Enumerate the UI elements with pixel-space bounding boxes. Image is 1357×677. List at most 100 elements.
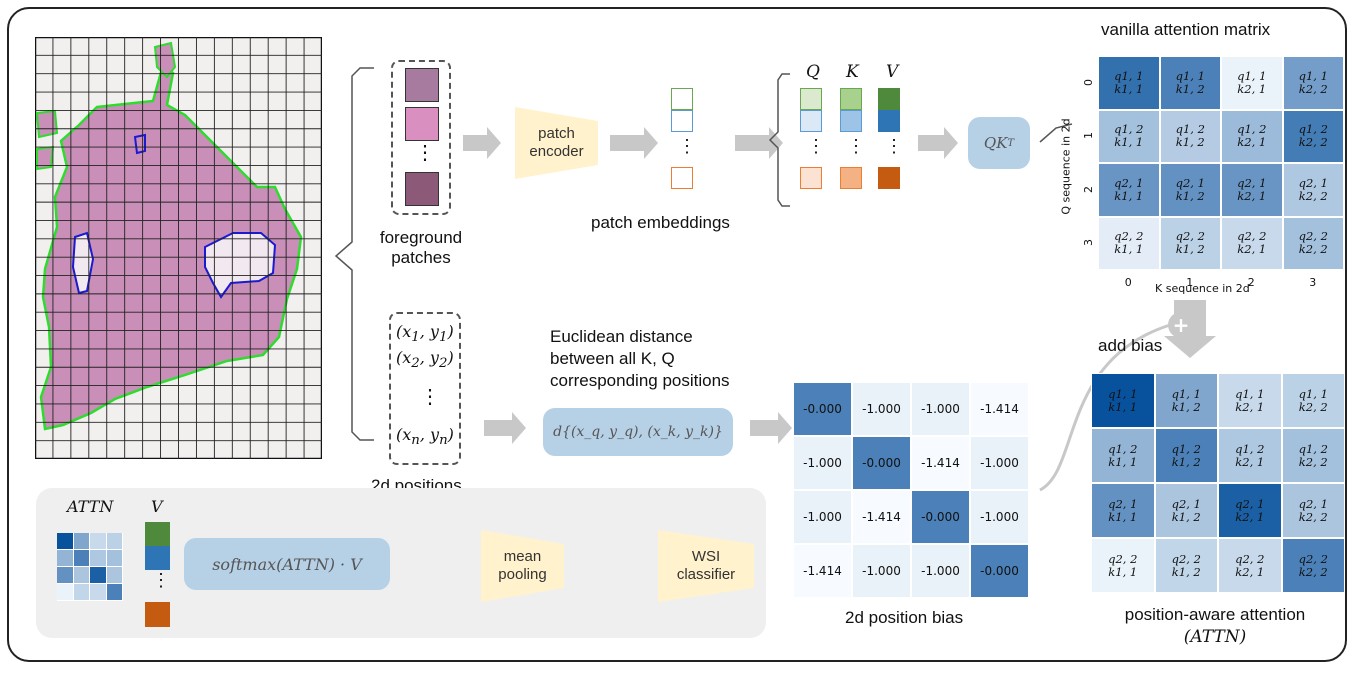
position-aware-label: position-aware attention (ATTN) (1124, 605, 1306, 647)
cell-q-label: q1, 1 (1171, 386, 1201, 401)
mini-attention-cell (90, 567, 106, 583)
position-2: (x2, y2) (396, 348, 454, 372)
cell-k-label: k2, 1 (1237, 135, 1267, 150)
cell-k-label: k2, 2 (1298, 564, 1328, 579)
position-1: (x1, y1) (396, 322, 454, 346)
v-mini-green (145, 522, 170, 546)
cell-k-label: k2, 1 (1235, 509, 1265, 524)
cell-k-label: k2, 1 (1237, 188, 1267, 203)
q-vector-green (800, 88, 822, 110)
patch-1 (405, 68, 439, 102)
cell-k-label: k1, 2 (1171, 399, 1201, 414)
cell-k-label: k2, 2 (1298, 399, 1328, 414)
bias-cell: -1.000 (793, 436, 852, 490)
cell-q-label: q1, 1 (1175, 68, 1205, 83)
cell-k-label: k2, 2 (1298, 81, 1328, 96)
k-axis-tick: 0 (1124, 276, 1132, 289)
bias-cell: -1.000 (970, 436, 1029, 490)
attn-mini-matrix (57, 533, 123, 601)
cell-q-label: q2, 2 (1108, 551, 1138, 566)
cell-q-label: q2, 2 (1298, 551, 1328, 566)
bias-cell: -0.000 (970, 544, 1029, 598)
cell-q-label: q2, 1 (1108, 496, 1138, 511)
mini-attention-cell (106, 533, 122, 549)
positions-box (389, 312, 461, 465)
mini-attention-cell (106, 550, 122, 566)
mini-attention-cell (73, 584, 89, 600)
bias-cell: -1.000 (970, 490, 1029, 544)
patch-grid (35, 37, 322, 459)
q-axis-tick: 1 (1082, 132, 1095, 140)
v-mini-blue (145, 546, 170, 570)
cell-q-label: q1, 2 (1108, 441, 1138, 456)
brace-wsi (334, 67, 374, 441)
bias-cell: -1.000 (793, 490, 852, 544)
k-axis-label: K sequence in 2d (1155, 282, 1250, 295)
bias-cell: -1.000 (852, 544, 911, 598)
cell-q-label: q2, 2 (1235, 551, 1265, 566)
k-vector-orange (840, 167, 862, 189)
cell-k-label: k1, 1 (1114, 242, 1144, 257)
bias-cell: -1.000 (911, 544, 970, 598)
outer-frame (7, 7, 1347, 662)
q-vector-blue (800, 110, 822, 132)
brace-qkv (768, 73, 790, 207)
cell-q-label: q1, 2 (1171, 441, 1201, 456)
position-bias-label: 2d position bias (845, 608, 964, 627)
q-axis-tick: 2 (1082, 185, 1095, 193)
position-dots: ⋮ (420, 386, 440, 408)
cell-k-label: k2, 1 (1235, 454, 1265, 469)
cell-k-label: k2, 1 (1235, 564, 1265, 579)
cell-k-label: k2, 2 (1298, 454, 1328, 469)
add-bias-curve (1039, 323, 1171, 492)
patch-encoder-shape (515, 107, 598, 179)
flow-arrow (750, 412, 792, 444)
k-vector-blue (840, 110, 862, 132)
mean-pooling-shape (481, 530, 564, 602)
cell-q-label: q2, 1 (1235, 496, 1265, 511)
embedding-blue (671, 110, 693, 132)
cell-k-label: k1, 1 (1114, 81, 1144, 96)
cell-q-label: q2, 1 (1171, 496, 1201, 511)
annotation-blue-left (71, 231, 95, 295)
bias-cell: -0.000 (911, 490, 970, 544)
cell-q-label: q1, 1 (1114, 68, 1144, 83)
add-bias-label: add bias (1098, 336, 1163, 355)
cell-q-label: q2, 2 (1298, 229, 1328, 244)
tissue-fragment-top (153, 41, 177, 79)
vanilla-attention-title: vanilla attention matrix (1101, 20, 1271, 39)
k-label: K (846, 62, 859, 82)
q-axis-label: Q sequence in 2d (1059, 118, 1073, 215)
v-vector-blue (878, 110, 900, 132)
bias-cell: -1.414 (970, 382, 1029, 436)
v-mini-orange (145, 602, 170, 627)
cell-k-label: k1, 1 (1108, 509, 1138, 524)
cell-k-label: k1, 2 (1175, 135, 1205, 150)
cell-q-label: q1, 2 (1235, 441, 1265, 456)
cell-k-label: k1, 1 (1108, 399, 1138, 414)
mini-attention-cell (106, 584, 122, 600)
cell-k-label: k1, 2 (1171, 564, 1201, 579)
k-vector-green (840, 88, 862, 110)
mini-attention-cell (90, 533, 106, 549)
mini-attention-cell (57, 584, 73, 600)
flow-arrow (463, 127, 501, 159)
v-mini-dots: ⋮ (152, 570, 170, 590)
whole-slide-image (35, 37, 322, 459)
